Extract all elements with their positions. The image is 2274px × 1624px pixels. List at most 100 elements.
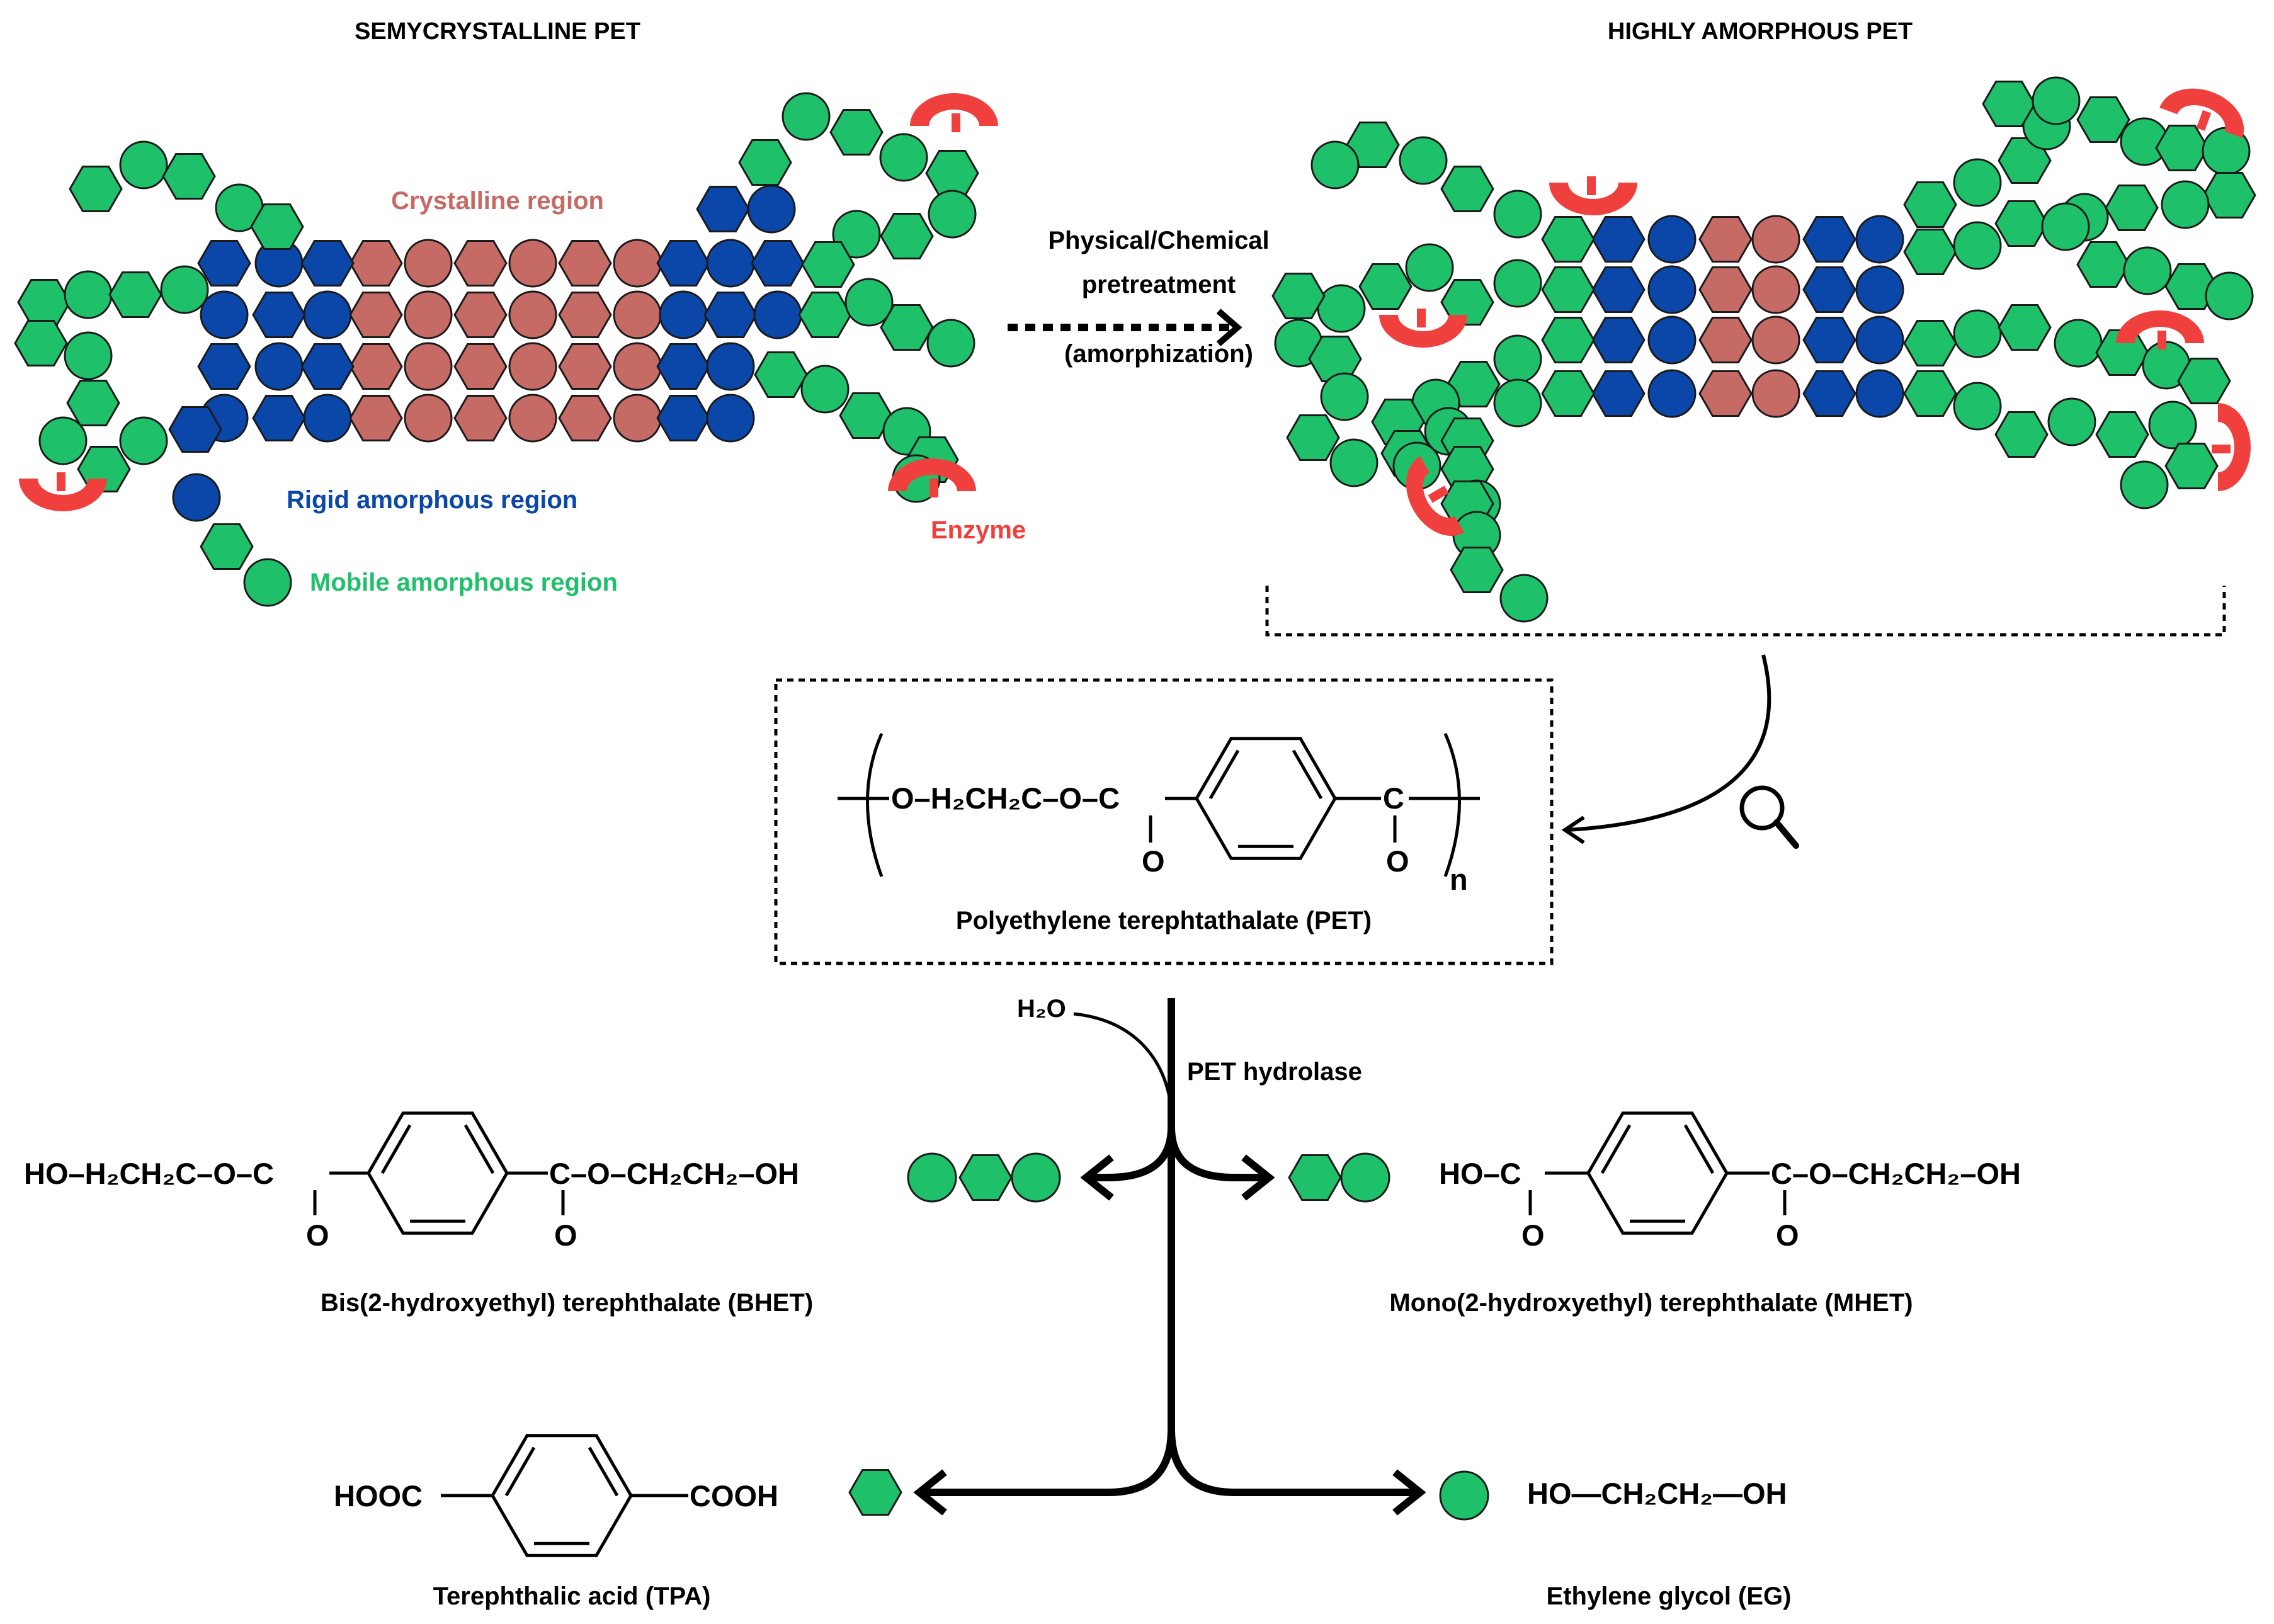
ring-outline xyxy=(491,1434,633,1557)
mobile-bead-hexagon xyxy=(1541,317,1595,363)
magnifier-icon xyxy=(1739,785,1799,849)
rigid-bead-hexagon xyxy=(1802,216,1856,263)
branch-eg xyxy=(1168,1429,1417,1496)
enzyme-label: Enzyme xyxy=(931,516,1026,544)
mobile-bead-hexagon xyxy=(17,279,71,326)
mobile-bead-circle xyxy=(1493,378,1542,428)
enzyme-icon xyxy=(2212,403,2251,491)
mobile-bead-hexagon xyxy=(738,139,792,186)
benzene-ring xyxy=(1195,737,1337,860)
crystalline-bead-circle xyxy=(1751,369,1800,418)
crystalline-bead-hexagon xyxy=(349,240,403,287)
mobile-bead-hexagon xyxy=(1994,200,2049,247)
mobile-bead-hexagon xyxy=(66,380,120,426)
crystalline-bead-hexagon xyxy=(1698,216,1753,263)
mobile-bead-circle xyxy=(1317,284,1366,333)
ring-outline xyxy=(367,1111,509,1235)
rigid-bead-hexagon xyxy=(703,292,758,338)
mobile-bead-circle xyxy=(1953,309,2002,358)
mhet-icon-hexagon xyxy=(1288,1154,1342,1201)
branch-bhet-arrowhead xyxy=(1080,1154,1114,1201)
crystalline-bead-hexagon xyxy=(1698,317,1753,363)
rigid-bead-hexagon xyxy=(656,343,710,390)
ring-double-bond xyxy=(504,1446,536,1497)
mobile-bead-circle xyxy=(1493,334,1542,383)
mhet-name: Mono(2-hydroxyethyl) terephthalate (MHET… xyxy=(1389,1289,1913,1317)
mobile-bead-hexagon xyxy=(2164,443,2219,489)
crystalline-bead-circle xyxy=(613,394,662,443)
mobile-bead-hexagon xyxy=(1541,370,1595,417)
mobile-bead-hexagon xyxy=(925,150,979,196)
pet-oxygen-1: O xyxy=(1142,844,1165,878)
enzyme-tooth xyxy=(1417,309,1426,327)
mobile-bead-circle xyxy=(160,265,209,314)
rigid-bead-circle xyxy=(172,473,221,522)
mobile-bead-hexagon xyxy=(1541,266,1595,313)
rigid-bead-hexagon xyxy=(696,186,750,232)
mobile-bead-circle xyxy=(1329,438,1379,487)
mobile-bead-circle xyxy=(2032,76,2081,125)
crystalline-region-label: Crystalline region xyxy=(391,187,604,215)
mhet-oxygen-2: O xyxy=(1776,1218,1799,1252)
rigid-bead-hexagon xyxy=(1591,370,1646,417)
rigid-bead-circle xyxy=(706,239,755,288)
crystalline-bead-hexagon xyxy=(558,240,612,287)
mobile-bead-hexagon xyxy=(754,351,808,398)
mobile-bead-circle xyxy=(64,331,113,380)
bhet-formula-left: HO–H₂CH₂C–O–C xyxy=(24,1157,274,1190)
mobile-bead-circle xyxy=(1493,190,1542,239)
mobile-bead-hexagon xyxy=(839,392,893,439)
mobile-bead-circle xyxy=(2047,397,2096,446)
ring-double-bond xyxy=(463,1124,495,1174)
mobile-bead-circle xyxy=(64,270,113,319)
rigid-bead-circle xyxy=(1647,215,1697,264)
bhet-formula-right: C–O–CH₂CH₂–OH xyxy=(549,1157,799,1190)
rigid-bead-circle xyxy=(706,342,755,391)
mobile-bead-circle xyxy=(243,558,292,607)
enzyme-body xyxy=(1379,315,1467,348)
enzyme-body xyxy=(910,93,998,126)
bhet-icon-circle xyxy=(1011,1152,1061,1203)
bhet-icon-hexagon xyxy=(958,1154,1013,1201)
enzyme-tooth xyxy=(1587,176,1596,195)
pretreatment-line-2: pretreatment xyxy=(1082,271,1236,298)
rigid-bead-circle xyxy=(1647,369,1697,418)
rigid-bead-hexagon xyxy=(252,395,306,441)
crystalline-bead-circle xyxy=(508,290,557,339)
benzene-ring xyxy=(1586,1111,1729,1235)
amorphous-title: HIGHLY AMORPHOUS PET xyxy=(1608,18,1913,45)
semicrystalline-title: SEMYCRYSTALLINE PET xyxy=(355,18,640,45)
mobile-bead-hexagon xyxy=(1903,229,1957,275)
mobile-bead-hexagon xyxy=(880,304,934,351)
benzene-ring xyxy=(491,1434,633,1557)
enzymes xyxy=(19,88,2251,536)
crystalline-bead-hexagon xyxy=(453,395,508,441)
enzyme-icon xyxy=(1406,456,1464,536)
mobile-bead-hexagon xyxy=(2105,185,2159,231)
product-icons xyxy=(848,1152,1489,1521)
ring-double-bond xyxy=(588,1446,619,1497)
mobile-bead-circle xyxy=(119,140,168,190)
enzyme-icon xyxy=(910,93,998,132)
zoom-arrow xyxy=(1567,654,1771,832)
enzyme-icon xyxy=(888,458,976,497)
rigid-bead-circle xyxy=(1855,265,1904,314)
mhet-oxygen-1: O xyxy=(1521,1218,1545,1252)
rigid-bead-hexagon xyxy=(1591,317,1646,363)
enzyme-tooth xyxy=(2196,110,2212,131)
eg-formula: HO—CH₂CH₂—OH xyxy=(1527,1477,1787,1510)
mobile-bead-hexagon xyxy=(2164,263,2219,310)
crystalline-bead-circle xyxy=(404,239,453,288)
crystalline-bead-circle xyxy=(404,342,453,391)
tpa-icon-hexagon xyxy=(848,1469,902,1516)
polymer-chains xyxy=(14,76,2256,1521)
rigid-bead-circle xyxy=(1647,315,1697,365)
crystalline-bead-hexagon xyxy=(453,240,508,287)
rigid-bead-hexagon xyxy=(197,343,251,390)
crystalline-bead-circle xyxy=(1751,215,1800,264)
rigid-bead-hexagon xyxy=(168,406,222,453)
mobile-bead-circle xyxy=(2120,460,2169,509)
mobile-bead-circle xyxy=(832,210,881,259)
mobile-bead-hexagon xyxy=(162,153,216,200)
mobile-bead-circle xyxy=(1953,221,2002,270)
